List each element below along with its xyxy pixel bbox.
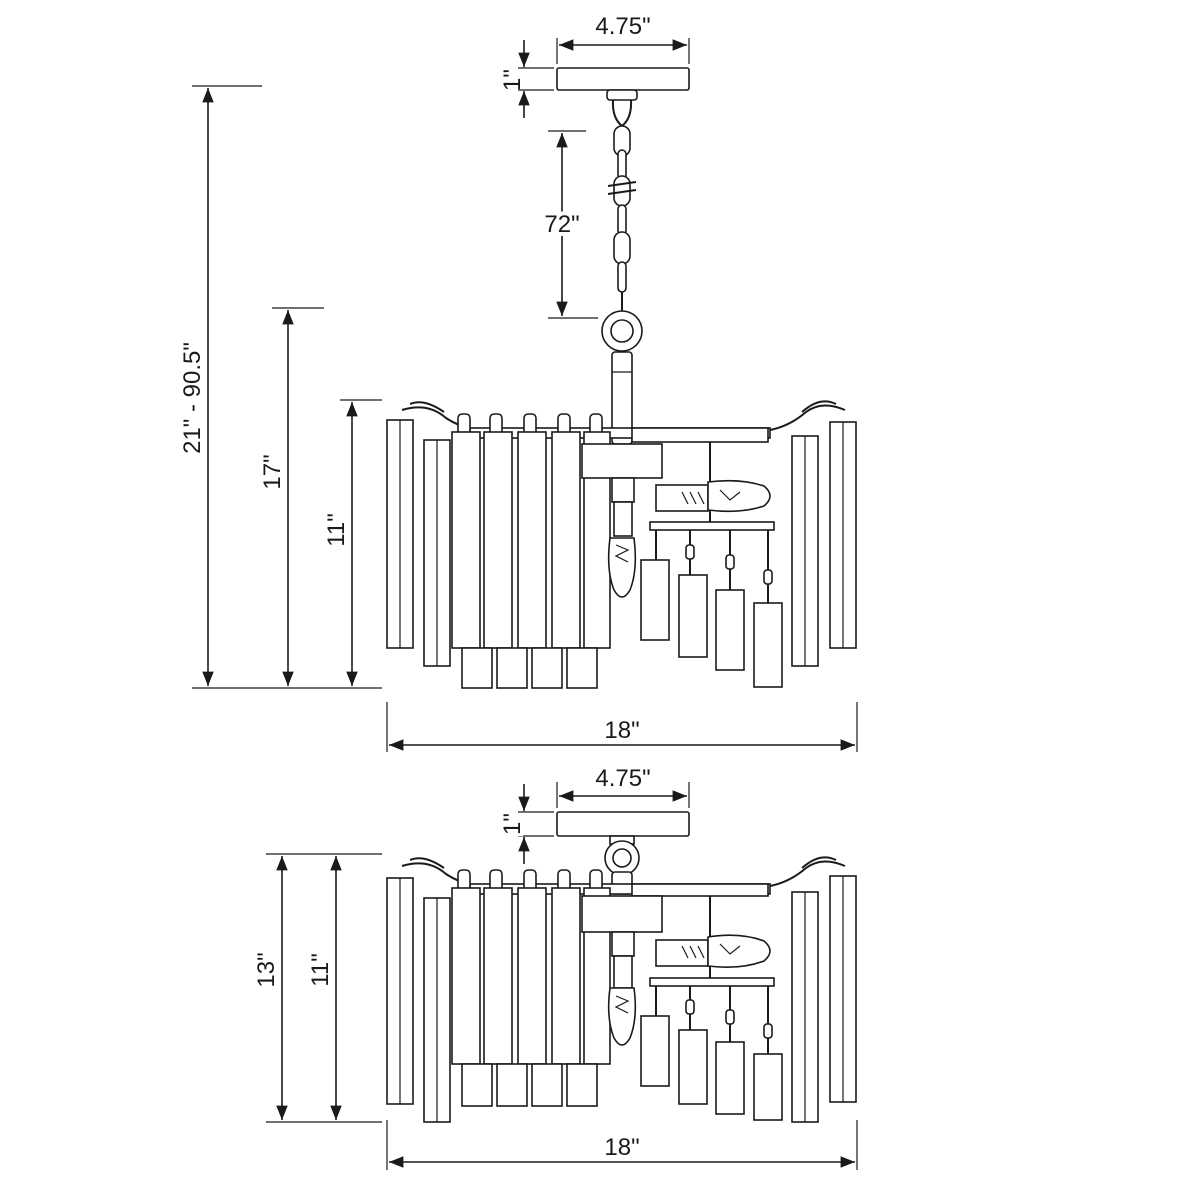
canopy-height-label: 1" <box>499 69 526 91</box>
canopy-width-label: 4.75" <box>595 13 650 40</box>
canopy-nut <box>606 89 638 101</box>
chain-length-label: 72" <box>544 211 579 238</box>
center-housing <box>581 443 663 479</box>
flush-mount-drawing <box>386 811 857 1123</box>
flush-crystal-prisms-right <box>791 875 857 1123</box>
overall-height-label: 21" - 90.5" <box>179 342 206 454</box>
flush-width-label: 18" <box>604 1134 639 1161</box>
crystal-prisms-left <box>386 419 611 689</box>
canopy <box>556 67 690 91</box>
bulb-horizontal <box>655 479 771 513</box>
flush-canopy-width-label: 4.75" <box>595 765 650 792</box>
flush-canopy-height-label: 1" <box>499 813 526 835</box>
height-17-label: 17" <box>259 454 286 489</box>
flush-bulb-vertical <box>607 955 637 1046</box>
pendant-drawing <box>386 67 857 689</box>
flush-body-height-label: 11" <box>307 953 334 986</box>
drop-prisms <box>640 530 783 688</box>
chain <box>607 125 637 312</box>
width-label: 18" <box>604 717 639 744</box>
crystal-prisms-right <box>791 421 857 667</box>
pendant-dimensions <box>192 38 858 752</box>
flush-drop-prisms <box>640 986 783 1121</box>
flush-mount-dimensions <box>266 782 858 1170</box>
flush-overall-height-label: 13" <box>253 952 280 987</box>
flush-canopy <box>556 811 690 837</box>
frame-arm-right <box>769 404 846 431</box>
drop-bar <box>649 521 775 531</box>
hook-loop <box>611 99 633 128</box>
flush-crystal-prisms-left <box>386 877 611 1123</box>
body-height-label: 11" <box>323 513 350 546</box>
flush-bulb-horizontal <box>655 934 771 968</box>
bulb-vertical <box>607 501 637 598</box>
